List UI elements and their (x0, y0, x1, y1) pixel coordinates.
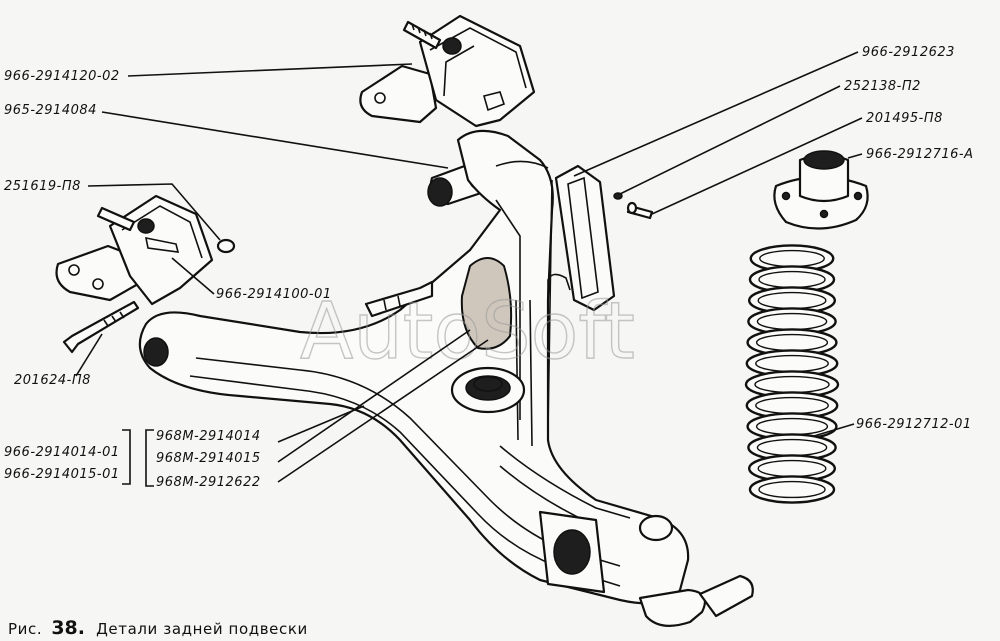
part-label: 966-2914100-01 (216, 287, 332, 302)
part-label: 201495-П8 (866, 111, 943, 126)
lower-arm-part (138, 129, 754, 627)
part-label: 966-2912712-01 (856, 417, 972, 432)
part-label: 252138-П2 (844, 79, 921, 94)
part-label: 968М-2912622 (156, 475, 261, 490)
leader-line (619, 85, 841, 195)
leader-line (87, 183, 221, 241)
part-label: 968М-2914015 (156, 451, 261, 466)
bump-stop-cup-part (450, 366, 526, 414)
coil-spring-part (744, 244, 840, 504)
part-label: 968М-2914014 (156, 429, 261, 444)
left-bracket-part (55, 194, 236, 306)
bracket-plate-part (554, 164, 616, 312)
upper-bracket-part (359, 14, 536, 128)
spring-coil-inner (758, 480, 826, 499)
leader-line (651, 117, 863, 215)
leader-line (847, 153, 863, 159)
hook-part (547, 273, 571, 330)
leader-line (75, 333, 103, 377)
leader-line (127, 63, 413, 77)
spring-seat-part (773, 150, 869, 230)
part-label: 966-2912623 (862, 45, 955, 60)
caption-number: 38. (51, 617, 85, 639)
spring-coil (748, 475, 836, 504)
leader-line (171, 257, 215, 295)
leader-lines (75, 51, 863, 483)
leader-line (277, 339, 489, 483)
part-label: 966-2914120-02 (4, 69, 120, 84)
small-bolt-part (626, 201, 654, 220)
part-label: 251619-П8 (4, 179, 81, 194)
label-brackets (122, 429, 154, 487)
figure-caption: Рис. 38. Детали задней подвески (8, 617, 308, 639)
leader-line (813, 423, 855, 437)
caption-prefix: Рис. (8, 620, 42, 638)
caption-text: Детали задней подвески (96, 620, 308, 638)
leader-line (573, 51, 859, 177)
part-label: 966-2912716-А (866, 147, 974, 162)
part-label: 965-2914084 (4, 103, 97, 118)
part-label: 966-2914014-01 (4, 445, 120, 460)
part-label: 966-2914015-01 (4, 467, 120, 482)
leader-line (277, 329, 471, 463)
part-label: 201624-П8 (14, 373, 91, 388)
clip-part (364, 280, 434, 318)
long-bolt-part (62, 300, 140, 354)
leader-line (101, 111, 449, 169)
washer-part (613, 192, 623, 200)
